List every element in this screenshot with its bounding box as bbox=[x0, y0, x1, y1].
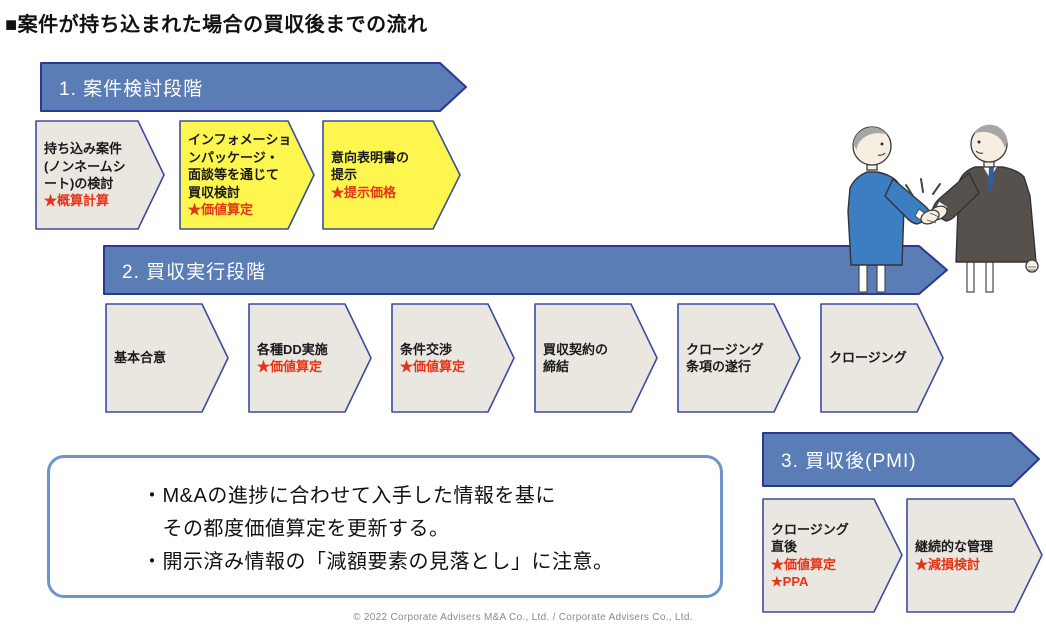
process-step-box: クロージング 直後 ★価値算定 ★PPA bbox=[762, 498, 903, 613]
step-label: 各種DD実施 bbox=[257, 341, 328, 357]
step-shape bbox=[906, 498, 1043, 613]
step-label: 基本合意 bbox=[114, 350, 167, 366]
stage-banner-2-shape bbox=[103, 245, 948, 295]
step-shape bbox=[105, 303, 229, 413]
process-step-box: インフォメーショ ンパッケージ・ 面談等を通じて 買収検討 ★価値算定 bbox=[179, 120, 315, 230]
step-shape bbox=[534, 303, 658, 413]
note-text: ・M&Aの進捗に合わせて入手した情報を基に その都度価値算定を更新する。 ・開示… bbox=[142, 485, 614, 573]
step-valuation-note: ★減損検討 bbox=[915, 556, 981, 572]
step-shape bbox=[391, 303, 515, 413]
stage-banner-1: 1. 案件検討段階 bbox=[40, 62, 468, 112]
process-step-box: 基本合意 bbox=[105, 303, 229, 413]
businessmen-handshake-icon bbox=[847, 124, 1039, 293]
step-label: 条件交渉 bbox=[400, 341, 453, 357]
stage-banner-1-shape bbox=[40, 62, 467, 112]
stage-banner-2: 2. 買収実行段階 bbox=[103, 245, 948, 295]
step-shape bbox=[35, 120, 165, 230]
step-valuation-note: ★概算計算 bbox=[44, 193, 110, 209]
page-title: ■案件が持ち込まれた場合の買収後までの流れ bbox=[5, 14, 428, 36]
step-label: 持ち込み案件 (ノンネームシ ート)の検討 bbox=[44, 141, 126, 191]
step-valuation-note: ★価値算定 bbox=[400, 359, 466, 374]
stage-banner-1-label: 1. 案件検討段階 bbox=[59, 78, 204, 100]
step-shape bbox=[762, 498, 903, 613]
copyright-text: © 2022 Corporate Advisers M&A Co., Ltd. … bbox=[353, 612, 693, 623]
step-label: 買収契約の 締結 bbox=[543, 341, 609, 374]
step-label: インフォメーショ ンパッケージ・ 面談等を通じて 買収検討 bbox=[188, 132, 292, 200]
process-step-box: 継続的な管理 ★減損検討 bbox=[906, 498, 1043, 613]
process-step-box: 持ち込み案件 (ノンネームシ ート)の検討 ★概算計算 bbox=[35, 120, 165, 230]
step-valuation-note: ★価値算定 bbox=[257, 359, 323, 374]
process-step-box: 条件交渉 ★価値算定 bbox=[391, 303, 515, 413]
step-label: 意向表明書の 提示 bbox=[331, 149, 410, 183]
stage-banner-3-label: 3. 買収後(PMI) bbox=[781, 451, 917, 472]
step-label: 継続的な管理 bbox=[915, 539, 994, 555]
step-shape bbox=[322, 120, 461, 230]
step-shape bbox=[677, 303, 801, 413]
process-step-box: 買収契約の 締結 bbox=[534, 303, 658, 413]
handshake-illustration bbox=[843, 116, 1046, 300]
step-valuation-note: ★価値算定 ★PPA bbox=[771, 556, 837, 589]
step-shape bbox=[179, 120, 315, 230]
step-shape bbox=[820, 303, 944, 413]
process-step-box: 各種DD実施 ★価値算定 bbox=[248, 303, 372, 413]
step-valuation-note: ★価値算定 bbox=[188, 202, 254, 218]
step-label: クロージング 直後 bbox=[771, 521, 849, 555]
process-step-box: クロージング 条項の遂行 bbox=[677, 303, 801, 413]
process-step-box: 意向表明書の 提示 ★提示価格 bbox=[322, 120, 461, 230]
note-callout: ・M&Aの進捗に合わせて入手した情報を基に その都度価値算定を更新する。 ・開示… bbox=[47, 455, 723, 598]
stage-banner-2-label: 2. 買収実行段階 bbox=[122, 261, 267, 283]
step-label: クロージング bbox=[829, 350, 907, 366]
stage-banner-3: 3. 買収後(PMI) bbox=[762, 432, 1040, 487]
step-valuation-note: ★提示価格 bbox=[331, 184, 397, 200]
step-label: クロージング 条項の遂行 bbox=[686, 341, 764, 374]
step-shape bbox=[248, 303, 372, 413]
process-step-box: クロージング bbox=[820, 303, 944, 413]
stage-banner-3-shape bbox=[762, 432, 1040, 487]
